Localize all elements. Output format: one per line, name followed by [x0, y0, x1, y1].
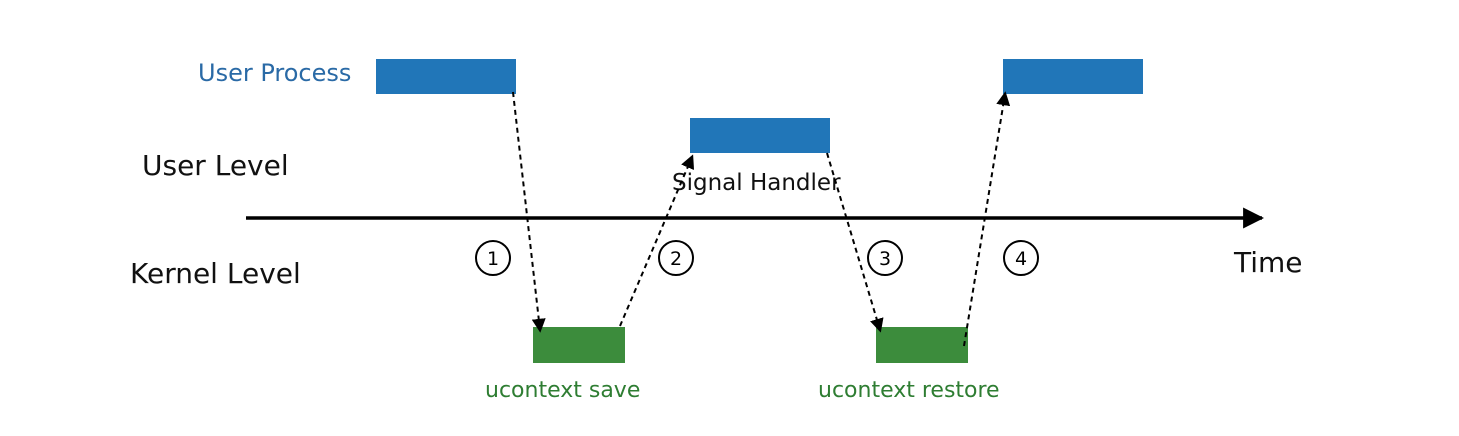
step-number: 1: [487, 248, 499, 270]
user-process-resume-block: [1003, 59, 1143, 94]
step-number: 4: [1015, 248, 1027, 270]
user-process-label: User Process: [198, 59, 351, 87]
signal-handler-label: Signal Handler: [672, 170, 841, 196]
transition-arrow-1: [512, 91, 546, 333]
step-marker-3: 3: [867, 240, 903, 276]
ucontext-restore-label: ucontext restore: [818, 378, 1000, 403]
ucontext-restore-block: [876, 327, 968, 363]
step-marker-2: 2: [658, 240, 694, 276]
user-process-block: [376, 59, 516, 94]
ucontext-save-label: ucontext save: [485, 378, 640, 403]
ucontext-save-block: [533, 327, 625, 363]
transition-arrow-4: [963, 91, 1011, 347]
step-marker-4: 4: [1003, 240, 1039, 276]
user-level-label: User Level: [142, 149, 289, 182]
transition-arrow-3: [826, 152, 884, 333]
transition-arrow-2: [619, 154, 695, 327]
step-number: 2: [670, 248, 682, 270]
time-label: Time: [1233, 246, 1303, 279]
signal-handler-block: [690, 118, 830, 153]
kernel-level-label: Kernel Level: [130, 257, 301, 290]
step-marker-1: 1: [475, 240, 511, 276]
step-number: 3: [879, 248, 891, 270]
